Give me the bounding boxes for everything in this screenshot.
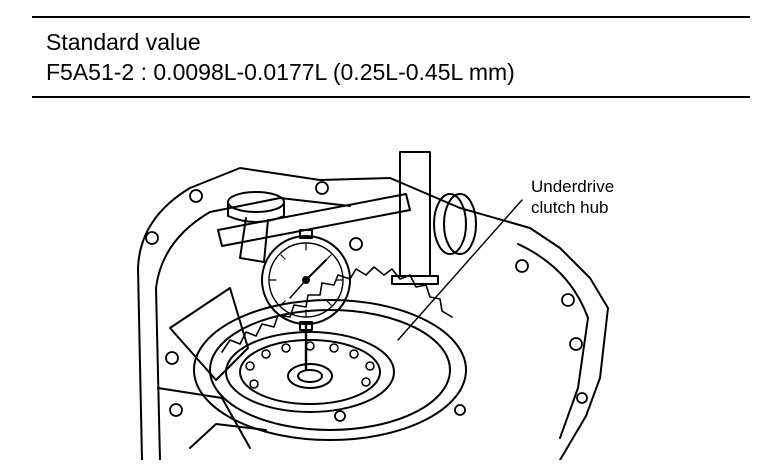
indicator-arm xyxy=(217,193,411,247)
case-flange xyxy=(155,197,351,460)
standard-value-heading: Standard value xyxy=(46,29,201,55)
clutch-hub xyxy=(225,331,395,413)
callout-line-1: Underdrive xyxy=(531,177,615,196)
callout-leader xyxy=(397,199,523,341)
transaxle-case-illustration xyxy=(137,151,609,460)
standard-value-line: F5A51-2 : 0.0098L-0.0177L (0.25L-0.45L m… xyxy=(46,59,515,85)
clamp-knob xyxy=(443,193,477,255)
center-shaft xyxy=(287,363,333,389)
magnetic-base-post xyxy=(399,151,431,277)
underdrive-clutch-hub-label: Underdrive clutch hub xyxy=(531,176,614,218)
bottom-rule xyxy=(32,96,750,98)
callout-line-2: clutch hub xyxy=(531,198,609,217)
case-bolts xyxy=(145,181,588,422)
case-outline xyxy=(137,167,609,460)
top-rule xyxy=(32,16,750,18)
case-bore xyxy=(193,299,467,441)
dial-indicator-icon xyxy=(261,229,351,331)
standard-value-box: Standard value F5A51-2 : 0.0098L-0.0177L… xyxy=(32,16,750,98)
